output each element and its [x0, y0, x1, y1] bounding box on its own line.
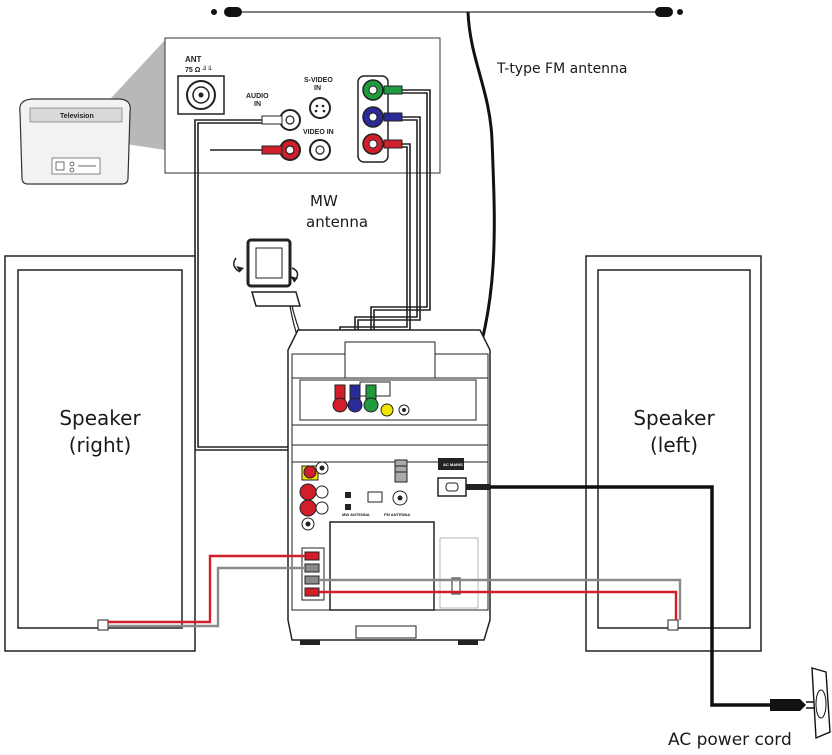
speaker-left-label-2: (left): [650, 433, 698, 457]
svideo-jack: [309, 97, 331, 119]
speaker-left: [585, 255, 762, 652]
fm-antenna-port-label: FM ANTENNA: [384, 512, 410, 517]
fm-antenna-end-left: [224, 7, 242, 17]
tv-ant-label: ANT: [185, 55, 202, 64]
mw-antenna-label-2: antenna: [306, 213, 368, 231]
video-out-yellow-jack: [380, 403, 394, 417]
speaker-left-label-1: Speaker: [633, 406, 715, 430]
tv-rear-panel: ANT 75 Ω ╜╙ AUDIO IN S-VIDEO IN VIDEO IN: [100, 37, 441, 174]
svideo-label-2: IN: [314, 85, 321, 92]
ac-power-cord-label: AC power cord: [668, 730, 792, 750]
mw-antenna-port-label: MW ANTENNA: [342, 512, 370, 517]
mw-antenna-label-1: MW: [310, 192, 338, 210]
speaker-right-label-1: Speaker: [59, 406, 141, 430]
fm-connector-icon: [394, 459, 408, 483]
fm-antenna-label: T-type FM antenna: [496, 61, 628, 77]
power-plug-icon: [770, 699, 814, 711]
wall-socket-icon: [811, 667, 831, 740]
speaker-right-terminal: [97, 619, 109, 631]
video-in-label: VIDEO IN: [303, 129, 334, 136]
ac-power-cord: [466, 484, 831, 740]
ac-mains-label: AC MAINS: [443, 462, 463, 467]
audio-in-label-2: IN: [254, 101, 261, 108]
fm-antenna-end-right: [655, 7, 673, 17]
tv-icon: Television: [19, 98, 131, 185]
svideo-label-1: S-VIDEO: [304, 77, 333, 84]
speaker-right: [4, 255, 196, 652]
speaker-right-label-2: (right): [69, 433, 132, 457]
main-unit: MW ANTENNA FM ANTENNA AC MAINS: [287, 329, 491, 645]
tv-label: Television: [60, 113, 94, 120]
speaker-left-terminal: [667, 619, 679, 631]
audio-in-label-1: AUDIO: [246, 93, 269, 100]
tv-ant-value: 75 Ω ╜╙: [185, 65, 212, 74]
speaker-cables: [108, 554, 682, 628]
